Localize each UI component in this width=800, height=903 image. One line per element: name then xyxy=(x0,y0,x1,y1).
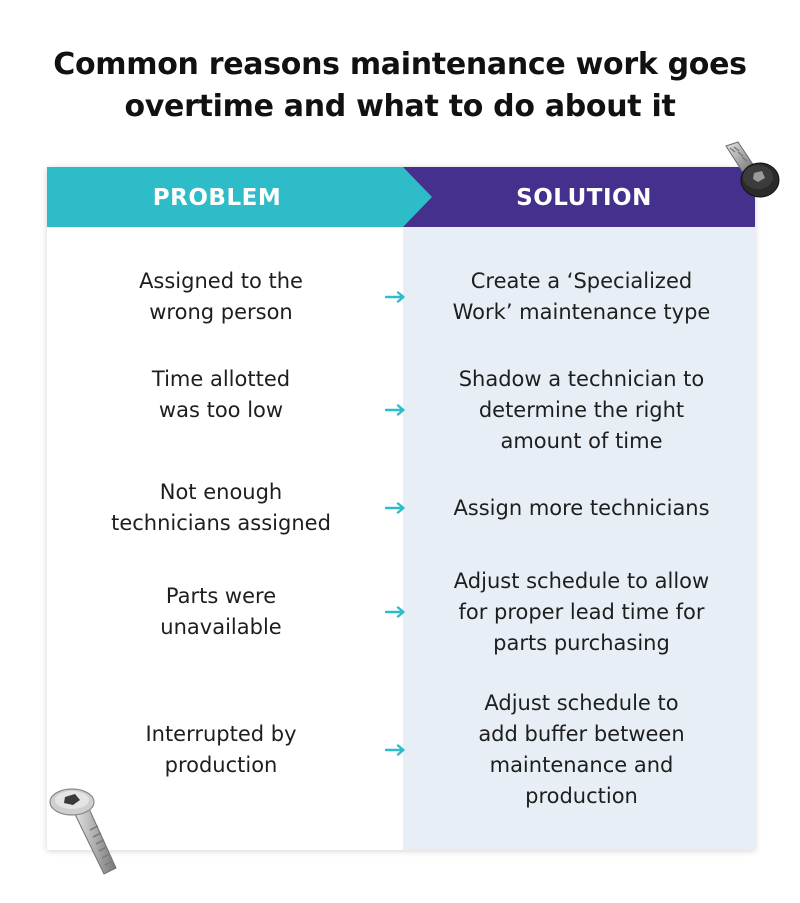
solution-text: parts purchasing xyxy=(493,630,670,655)
solution-text: Work’ maintenance type xyxy=(452,300,711,324)
problem-text: technicians assigned xyxy=(111,511,331,535)
solution-text: determine the right xyxy=(478,397,685,422)
solution-cell: Shadow a technician to determine the righ… xyxy=(419,360,744,460)
solution-text: production xyxy=(525,784,638,808)
problem-cell: Interrupted by production xyxy=(65,682,377,818)
solution-header: SOLUTION xyxy=(403,167,755,227)
solution-text: amount of time xyxy=(500,428,663,453)
solution-cell: Assign more technicians xyxy=(419,472,744,544)
arrow-right-icon xyxy=(384,502,405,514)
solution-column-background xyxy=(403,167,755,850)
arrow-right-icon xyxy=(384,744,405,756)
problem-header-label: PROBLEM xyxy=(152,185,282,211)
solution-header-label: SOLUTION xyxy=(516,185,652,211)
solution-cell: Adjust schedule to allow for proper lead … xyxy=(419,562,744,662)
problem-text: Not enough xyxy=(159,480,283,504)
problem-text: Time allotted xyxy=(151,367,291,391)
arrow-right-icon xyxy=(384,291,405,303)
table-row: Parts were unavailable Adjust schedule to… xyxy=(47,562,755,662)
solution-text: Shadow a technician to xyxy=(458,366,705,391)
arrow-right-icon xyxy=(384,404,405,416)
problem-text: production xyxy=(164,753,278,777)
problem-cell: Parts were unavailable xyxy=(65,562,377,662)
table-row: Assigned to the wrong person Create a ‘Sp… xyxy=(47,259,755,335)
solution-text: Create a ‘Specialized xyxy=(470,269,693,293)
page-title: Common reasons maintenance work goes ove… xyxy=(0,44,800,128)
problem-text: Assigned to the xyxy=(139,269,303,293)
problem-header: PROBLEM xyxy=(47,167,432,227)
problem-text: was too low xyxy=(158,398,284,422)
comparison-table: SOLUTION PROBLEM Assigned to the wrong pe… xyxy=(47,167,755,850)
solution-text: Assign more technicians xyxy=(453,495,710,520)
problem-text: Interrupted by xyxy=(145,722,297,746)
screw-icon xyxy=(725,141,780,198)
solution-text: for proper lead time for xyxy=(458,599,705,624)
problem-text: unavailable xyxy=(160,615,282,639)
title-line-1: Common reasons maintenance work goes xyxy=(53,47,747,82)
solution-text: Adjust schedule to allow xyxy=(453,568,710,593)
problem-cell: Time allotted was too low xyxy=(65,360,377,430)
title-line-2: overtime and what to do about it xyxy=(124,89,676,124)
problem-text: wrong person xyxy=(149,300,293,324)
table-row: Not enough technicians assigned Assign mo… xyxy=(47,472,755,544)
table-row: Time allotted was too low Shadow a techni… xyxy=(47,360,755,460)
solution-text: maintenance and xyxy=(489,753,674,777)
problem-cell: Assigned to the wrong person xyxy=(65,259,377,335)
screw-icon xyxy=(49,788,117,875)
table-row: Interrupted by production Adjust schedule… xyxy=(47,682,755,818)
solution-cell: Adjust schedule to add buffer between main… xyxy=(419,682,744,818)
problem-text: Parts were xyxy=(165,584,277,608)
problem-cell: Not enough technicians assigned xyxy=(65,472,377,544)
solution-text: Adjust schedule to xyxy=(484,691,679,715)
arrow-right-icon xyxy=(384,606,405,618)
solution-text: add buffer between xyxy=(478,722,685,746)
